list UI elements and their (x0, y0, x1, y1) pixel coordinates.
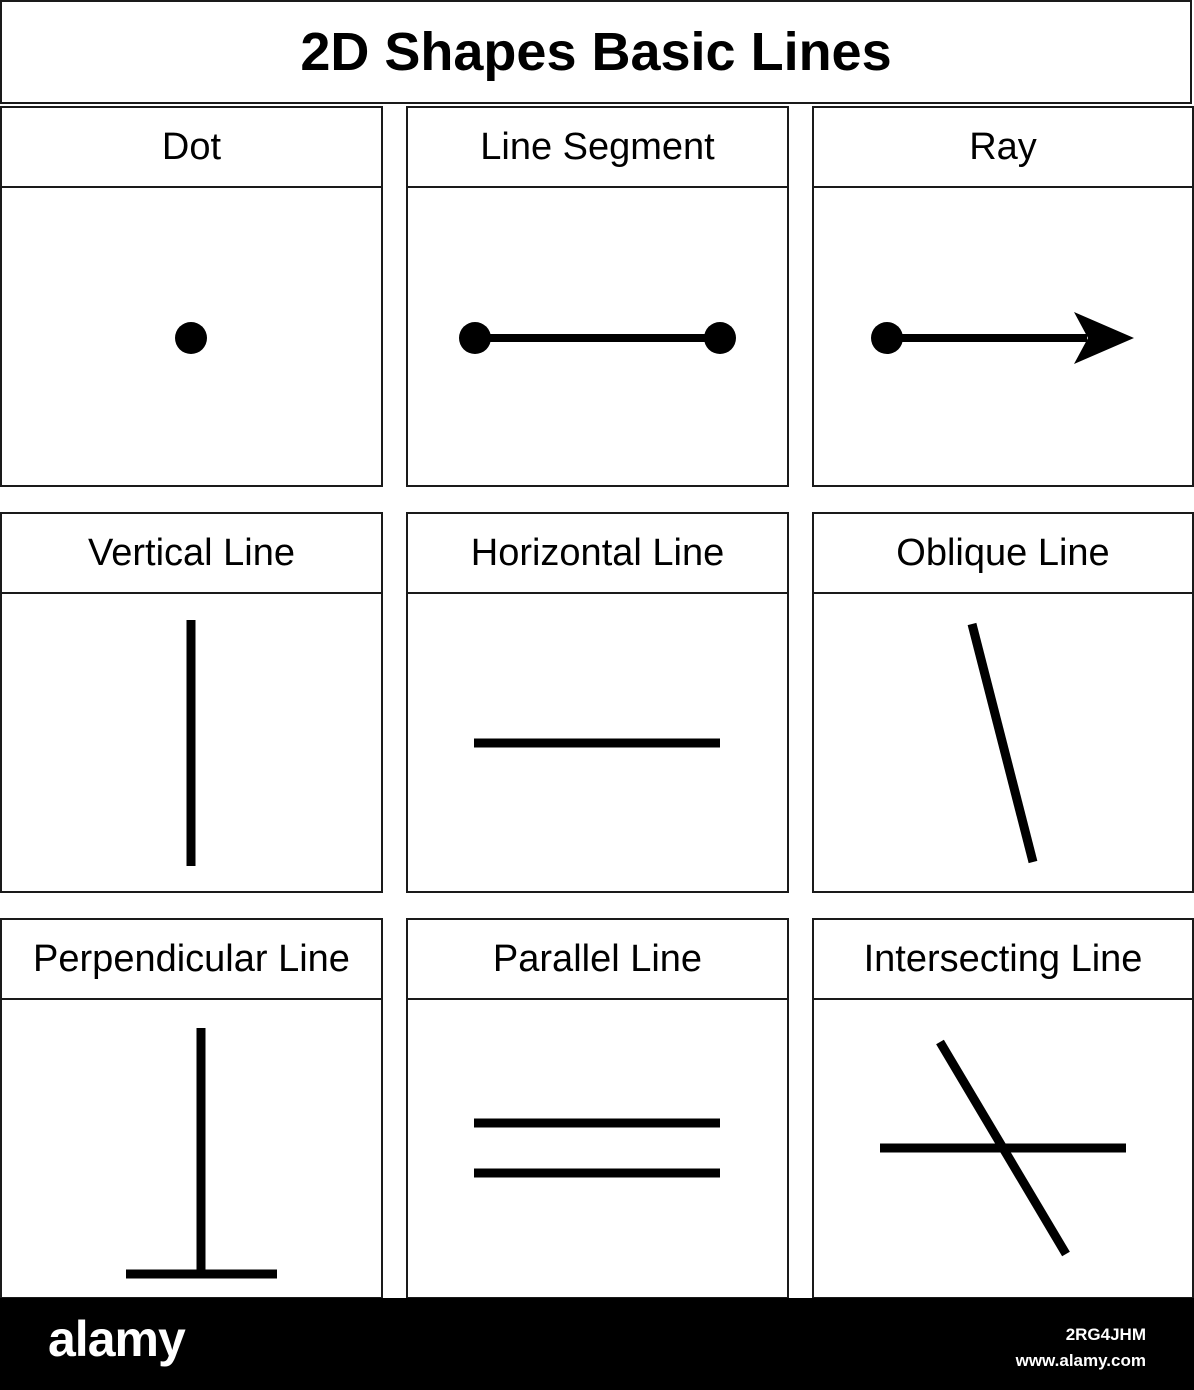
cell-panel (406, 186, 789, 487)
cell-panel (812, 592, 1194, 893)
page-title-text: 2D Shapes Basic Lines (300, 22, 892, 82)
cell-parallel-line: Parallel Line (406, 918, 789, 1300)
cell-label: Parallel Line (406, 918, 789, 1000)
segment-endpoint-end (704, 322, 736, 354)
cell-label: Perpendicular Line (0, 918, 383, 1000)
ray-diagram (871, 312, 1134, 364)
cell-line-segment: Line Segment (406, 106, 789, 488)
cell-label: Vertical Line (0, 512, 383, 594)
cell-vertical-line: Vertical Line (0, 512, 383, 894)
horizontal-line-diagram (474, 738, 720, 748)
cell-horizontal-line: Horizontal Line (406, 512, 789, 894)
alamy-logo: alamy (48, 1311, 186, 1367)
cell-intersecting-line: Intersecting Line (812, 918, 1194, 1300)
cell-dot: Dot (0, 106, 383, 488)
cell-label: Dot (0, 106, 383, 188)
intersecting-line-diagram (880, 1039, 1126, 1257)
oblique-line (967, 622, 1038, 864)
cell-panel (0, 186, 383, 487)
oblique-line-diagram (967, 622, 1038, 864)
cell-panel (0, 592, 383, 893)
cell-perpendicular-line: Perpendicular Line (0, 918, 383, 1300)
cell-panel (812, 186, 1194, 487)
dot-point (175, 322, 207, 354)
intersecting-line-diagonal (936, 1039, 1070, 1257)
cell-label: Horizontal Line (406, 512, 789, 594)
ray-arrowhead (1074, 312, 1134, 364)
line-segment-diagram (459, 322, 736, 354)
dot-diagram (175, 322, 207, 354)
vertical-line-diagram (186, 620, 196, 866)
watermark-footer: alamy 2RG4JHM www.alamy.com (0, 1298, 1194, 1390)
site-url: www.alamy.com (1015, 1351, 1146, 1370)
cell-label: Line Segment (406, 106, 789, 188)
page-title: 2D Shapes Basic Lines (0, 0, 1192, 104)
cell-oblique-line: Oblique Line (812, 512, 1194, 894)
image-id: 2RG4JHM (1065, 1325, 1146, 1344)
perpendicular-line-diagram (126, 1028, 277, 1279)
cell-label: Intersecting Line (812, 918, 1194, 1000)
cell-label: Oblique Line (812, 512, 1194, 594)
cell-ray: Ray (812, 106, 1194, 488)
segment-endpoint-start (459, 322, 491, 354)
parallel-line-diagram (474, 1118, 720, 1178)
cell-label: Ray (812, 106, 1194, 188)
cell-panel (406, 592, 789, 893)
image-meta: 2RG4JHM www.alamy.com (1016, 1322, 1146, 1374)
